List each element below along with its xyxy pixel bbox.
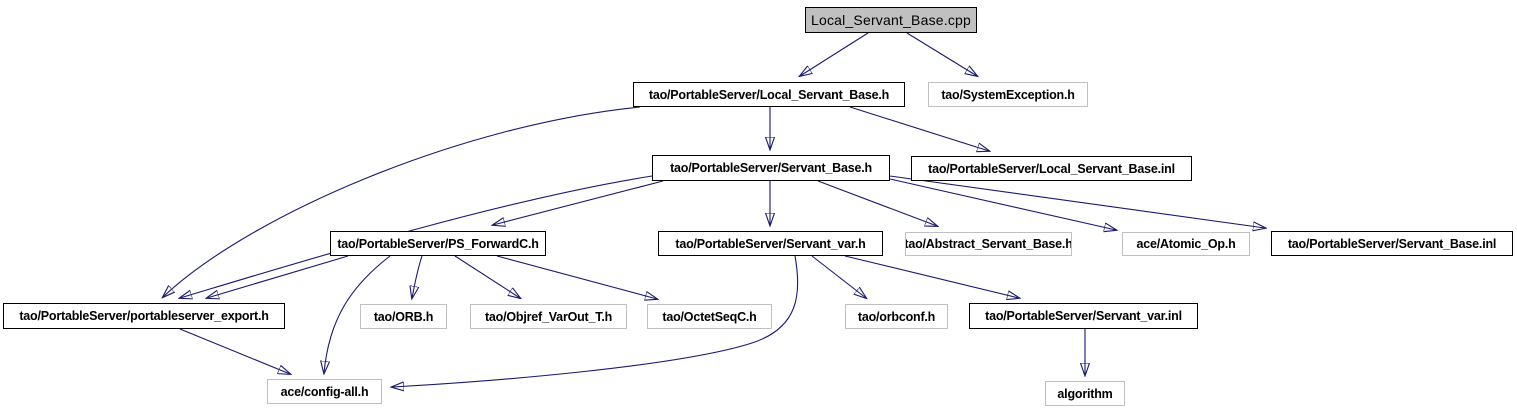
edge-ps-forwardc-h-to-objref-varout-t-h [454, 255, 520, 298]
node-orbconf-h: tao/orbconf.h [845, 304, 948, 329]
edge-portableserver-export-h-to-config-all-h [179, 328, 290, 374]
node-servant-base-inl[interactable]: tao/PortableServer/Servant_Base.inl [1271, 231, 1513, 256]
edge-servant-var-h-to-config-all-h [392, 255, 799, 387]
node-local-servant-base-inl[interactable]: tao/PortableServer/Local_Servant_Base.in… [911, 156, 1192, 181]
edge-cpp-to-local-servant-base-h [800, 32, 869, 76]
edge-servant-base-h-to-servant-base-inl [889, 175, 1265, 228]
node-servant-var-inl[interactable]: tao/PortableServer/Servant_var.inl [969, 303, 1198, 329]
edge-ps-forwardc-h-to-orb-h [412, 255, 423, 298]
edge-ps-forwardc-h-to-portableserver-export-h [207, 255, 349, 298]
edge-ps-forwardc-h-to-config-all-h [324, 255, 391, 373]
node-atomic-op-h: ace/Atomic_Op.h [1122, 232, 1250, 256]
edge-servant-base-h-to-abstract-servant-base-h [817, 180, 937, 226]
node-abstract-servant-base-h: tao/Abstract_Servant_Base.h [905, 232, 1072, 256]
node-config-all-h: ace/config-all.h [267, 379, 382, 404]
node-orb-h: tao/ORB.h [360, 304, 447, 329]
node-servant-var-h[interactable]: tao/PortableServer/Servant_var.h [658, 231, 883, 256]
edge-servant-var-h-to-servant-var-inl [844, 255, 1019, 298]
edge-cpp-to-system-exception-h [906, 32, 977, 76]
node-octetseqc-h: tao/OctetSeqC.h [647, 304, 772, 329]
edge-servant-var-h-to-orbconf-h [811, 255, 866, 298]
node-objref-varout-t-h: tao/Objref_VarOut_T.h [470, 304, 627, 329]
edge-local-servant-base-h-to-portableserver-export-h [163, 106, 641, 297]
edge-local-servant-base-h-to-local-servant-base-inl [849, 106, 989, 151]
node-local-servant-base-h[interactable]: tao/PortableServer/Local_Servant_Base.h [633, 82, 905, 107]
node-algorithm: algorithm [1045, 381, 1125, 406]
edge-servant-base-h-to-ps-forwardc-h [493, 180, 664, 225]
edge-servant-base-h-to-atomic-op-h [889, 178, 1116, 230]
node-ps-forwardc-h[interactable]: tao/PortableServer/PS_ForwardC.h [330, 231, 546, 256]
node-system-exception-h: tao/SystemException.h [928, 82, 1088, 107]
node-local-servant-base-cpp: Local_Servant_Base.cpp [805, 7, 977, 33]
node-servant-base-h[interactable]: tao/PortableServer/Servant_Base.h [652, 155, 890, 181]
edge-ps-forwardc-h-to-octetseqc-h [496, 255, 657, 299]
node-portableserver-export-h[interactable]: tao/PortableServer/portableserver_export… [3, 303, 285, 329]
